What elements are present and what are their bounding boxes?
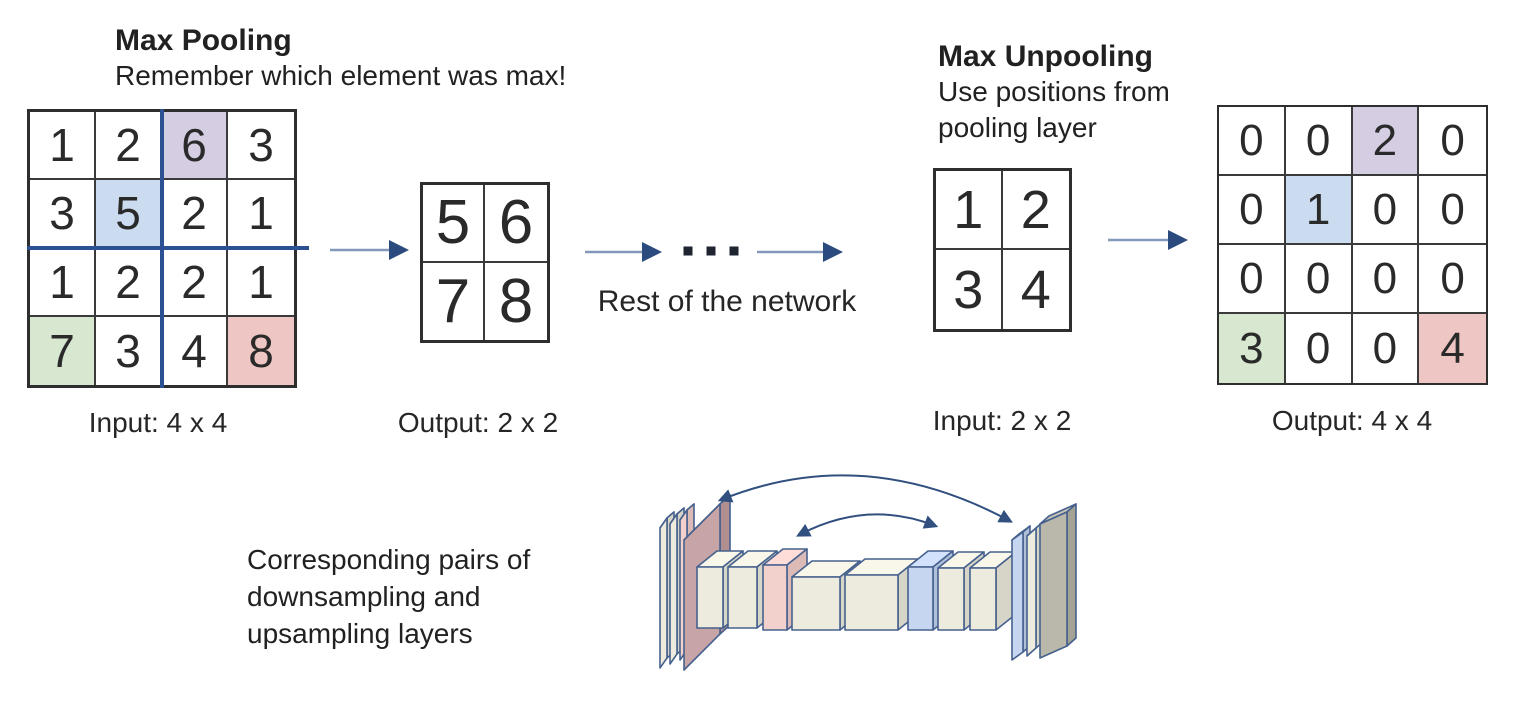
max-unpooling-subtitle-line1: Use positions from <box>938 76 1170 107</box>
grid-cell-g3-r1-c0: 3 <box>936 250 1003 329</box>
pooling-input-label: Input: 4 x 4 <box>88 407 228 438</box>
grid-cell-g2-r0-c1: 6 <box>485 185 547 263</box>
grid-cell-g4-r2-c2: 0 <box>1352 245 1420 314</box>
pooling-output-label: Output: 2 x 2 <box>397 407 559 438</box>
grid-cell-g4-r1-c0: 0 <box>1219 176 1286 245</box>
grid-cell-g3-r1-c1: 4 <box>1020 259 1051 320</box>
grid-cell-g4-r0-c0: 0 <box>1219 107 1286 176</box>
pooling-window-divider-horizontal <box>27 246 309 250</box>
grid-cell-g3-r0-c1: 2 <box>1002 171 1069 250</box>
bottleneck-block-2 <box>844 558 919 631</box>
grid-cell-g4-r0-c2: 2 <box>1352 107 1420 176</box>
grid-cell-g1-r2-c1: 2 <box>96 248 162 317</box>
grid-cell-g1-r2-c0: 1 <box>30 248 96 317</box>
grid-cell-g1-r0-c0: 1 <box>30 112 96 181</box>
grid-cell-g4-r1-c3: 0 <box>1419 176 1486 245</box>
unpooling-output-label: Output: 4 x 4 <box>1271 405 1433 436</box>
max-pooling-title: Max Pooling <box>115 24 292 57</box>
grid-cell-g1-r2-c2: 2 <box>162 248 228 317</box>
grid-cell-g4-r2-c3: 0 <box>1419 245 1486 314</box>
grid-cell-g1-r0-c3: 3 <box>228 112 294 181</box>
grid-cell-g4-r0-c3: 0 <box>1419 107 1486 176</box>
grid-cell-g2-r1-c0: 7 <box>423 262 485 340</box>
encoder-decoder-network <box>659 494 1077 671</box>
bottom-caption-line1: Corresponding pairs of <box>247 544 531 575</box>
grid-cell-g1-r3-c2: 4 <box>162 316 228 385</box>
unpooling-input-label: Input: 2 x 2 <box>932 405 1072 436</box>
bottom-caption: Corresponding pairs of downsampling and … <box>247 541 530 652</box>
grid-cell-g4-r3-c2: 0 <box>1353 314 1420 383</box>
max-unpooling-subtitle-line2: pooling layer <box>938 112 1097 143</box>
max-unpooling-title: Max Unpooling <box>938 40 1153 73</box>
decoder-block-2 <box>969 551 1017 631</box>
grid-cell-g4-r2-c1: 0 <box>1285 245 1353 314</box>
grid-cell-g1-r1-c1: 5 <box>96 180 162 249</box>
grid-cell-g4-r1-c1: 1 <box>1285 176 1353 245</box>
skip-connection-arc-outer <box>717 474 1013 523</box>
skip-connection-arc-inner <box>796 513 939 537</box>
grid-cell-g4-r3-c0: 3 <box>1219 314 1286 383</box>
grid-cell-g4-r1-c2: 0 <box>1352 176 1420 245</box>
grid-cell-g4-r2-c0: 0 <box>1219 245 1286 314</box>
grid-cell-g4-r3-c3: 4 <box>1419 314 1486 383</box>
grid-cell-g1-r3-c3: 8 <box>228 316 294 385</box>
grid-cell-g1-r0-c1: 2 <box>96 112 162 181</box>
grid-cell-g1-r2-c3: 1 <box>228 249 294 317</box>
rest-of-network-label: Rest of the network <box>597 285 857 318</box>
bottom-caption-line3: upsampling layers <box>247 618 473 649</box>
grid-cell-g2-r1-c1: 8 <box>498 266 534 336</box>
grid-cell-g4-r0-c1: 0 <box>1285 107 1353 176</box>
grid-cell-g1-r3-c0: 7 <box>30 316 96 385</box>
max-pooling-subtitle: Remember which element was max! <box>115 60 567 91</box>
grid-cell-g2-r0-c0: 5 <box>423 185 485 263</box>
grid-cell-g3-r0-c0: 1 <box>936 171 1003 250</box>
ellipsis-dots <box>683 246 739 256</box>
grid-cell-g1-r0-c2: 6 <box>162 112 228 181</box>
bottom-caption-line2: downsampling and <box>247 581 481 612</box>
grid-cell-g4-r3-c1: 0 <box>1286 314 1353 383</box>
output-plate-large <box>1039 503 1077 659</box>
